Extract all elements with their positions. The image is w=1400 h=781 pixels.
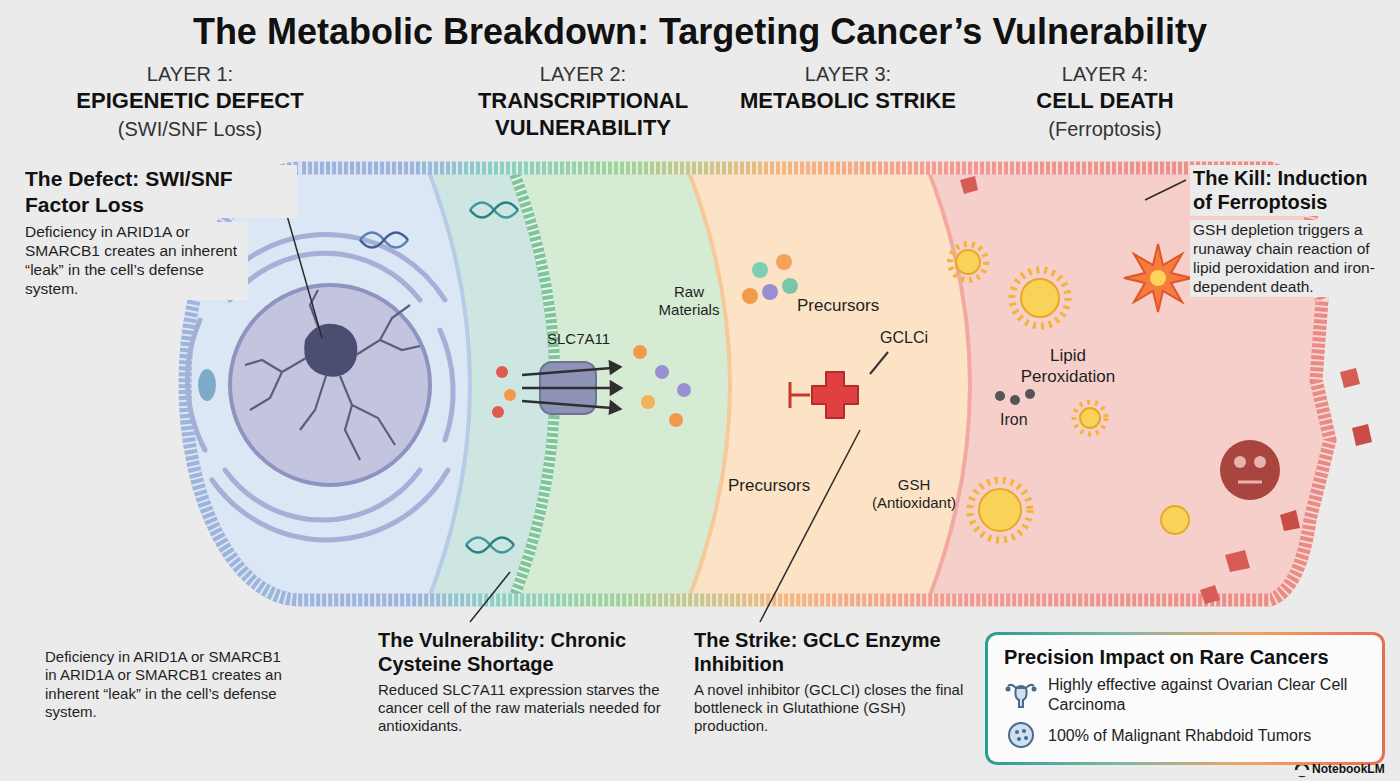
label-group: SLC7A11	[547, 330, 610, 348]
layer-heading: (SWI/SNF Loss)	[50, 117, 330, 141]
callout-heading: The Kill: Induction of Ferroptosis	[1190, 165, 1390, 216]
part-label: GSH (Antioxidant)	[858, 476, 970, 513]
label-group: The Kill: Induction of FerroptosisGSH de…	[1190, 165, 1390, 297]
uterus-icon	[1004, 680, 1038, 710]
layer-heading: EPIGENETIC DEFECT	[50, 88, 330, 115]
callout-body: Deficiency in ARID1A or SMARCB1 creates …	[22, 222, 248, 300]
layer-heading: TRANSCRIPTIONAL VULNERABILITY	[433, 88, 733, 142]
label-group: The Vulnerability: Chronic Cysteine Shor…	[378, 628, 688, 736]
layer-band: LAYER 3:METABOLIC STRIKE	[698, 62, 998, 115]
layer-heading: METABOLIC STRIKE	[698, 88, 998, 115]
label-group: Precursors	[797, 296, 879, 317]
layer-heading: LAYER 2:	[433, 62, 733, 86]
leader-line	[286, 180, 1186, 622]
iron-dots	[995, 389, 1035, 405]
layer-band: LAYER 1:EPIGENETIC DEFECT(SWI/SNF Loss)	[50, 62, 330, 142]
nucleolus	[304, 324, 357, 377]
label-group: Lipid Peroxidation	[1008, 346, 1128, 387]
cell-bands	[0, 150, 1400, 620]
watermark-icon	[1295, 764, 1309, 776]
dna-icon	[360, 203, 518, 553]
transport-arrows	[522, 362, 621, 413]
label-group: GCLCi	[880, 328, 928, 348]
cell-membrane	[185, 168, 1330, 600]
label-group: Precursors	[728, 476, 810, 497]
legend-row: Highly effective against Ovarian Clear C…	[1004, 675, 1366, 714]
part-label: Lipid Peroxidation	[1008, 346, 1128, 387]
watermark: NotebookLM	[1312, 762, 1385, 777]
part-label: Precursors	[797, 296, 879, 317]
lipid-peroxidation-bursts	[950, 244, 1192, 540]
layer-heading: LAYER 3:	[698, 62, 998, 86]
layer-heading: CELL DEATH	[965, 88, 1245, 115]
nucleus	[230, 285, 430, 485]
mitochondrion	[198, 369, 216, 401]
callout-heading: The Strike: GCLC Enzyme Inhibition	[694, 628, 976, 677]
label-group: Iron	[1000, 410, 1028, 430]
callout-heading: The Vulnerability: Chronic Cysteine Shor…	[378, 628, 688, 677]
label-group: GSH (Antioxidant)	[858, 476, 970, 513]
legend-icon	[1004, 680, 1038, 710]
layer-heading: (Ferroptosis)	[965, 117, 1245, 141]
callout-body: Reduced SLC7A11 expression starves the c…	[378, 681, 678, 736]
cysteine-dots	[492, 345, 691, 427]
layer-band: LAYER 2:TRANSCRIPTIONAL VULNERABILITY	[433, 62, 733, 142]
callout-heading: The Defect: SWI/SNF Factor Loss	[22, 165, 297, 218]
label-group: NotebookLM	[1312, 762, 1385, 777]
legend-heading: Precision Impact on Rare Cancers	[1004, 645, 1366, 669]
gclc-enzyme	[812, 372, 858, 418]
layer-heading: LAYER 4:	[965, 62, 1245, 86]
precursor-dots	[742, 254, 798, 304]
nucleus-cracks	[245, 290, 420, 460]
label-group: The Defect: SWI/SNF Factor LossDeficienc…	[22, 165, 297, 300]
layer-band: LAYER 4:CELL DEATH(Ferroptosis)	[965, 62, 1245, 142]
legend-text: Highly effective against Ovarian Clear C…	[1048, 675, 1366, 714]
layer-heading: LAYER 1:	[50, 62, 330, 86]
legend-box: Precision Impact on Rare CancersHighly e…	[985, 632, 1385, 765]
tumor-cell-icon	[1004, 720, 1038, 750]
inhibition-symbol	[790, 352, 888, 408]
inhibitor-label: GCLCi	[880, 328, 928, 348]
note-text: Deficiency in ARID1A or SMARCB1 in ARID1…	[45, 648, 295, 721]
part-label: Raw Materials	[648, 283, 730, 320]
part-label: Precursors	[728, 476, 810, 497]
legend-row: 100% of Malignant Rhabdoid Tumors	[1004, 720, 1366, 750]
label-group: Raw Materials	[648, 283, 730, 320]
legend-icon	[1004, 720, 1038, 750]
diagram-title: The Metabolic Breakdown: Targeting Cance…	[0, 10, 1400, 54]
callout-body: A novel inhibitor (GCLCI) closes the fin…	[694, 681, 976, 736]
part-label: Iron	[1000, 410, 1028, 430]
legend-text: 100% of Malignant Rhabdoid Tumors	[1048, 726, 1311, 746]
label-group: The Strike: GCLC Enzyme InhibitionA nove…	[694, 628, 976, 736]
label-group: Deficiency in ARID1A or SMARCB1 in ARID1…	[45, 648, 295, 721]
callout-body: GSH depletion triggers a runaway chain r…	[1190, 220, 1390, 298]
protein-label: SLC7A11	[547, 330, 610, 348]
